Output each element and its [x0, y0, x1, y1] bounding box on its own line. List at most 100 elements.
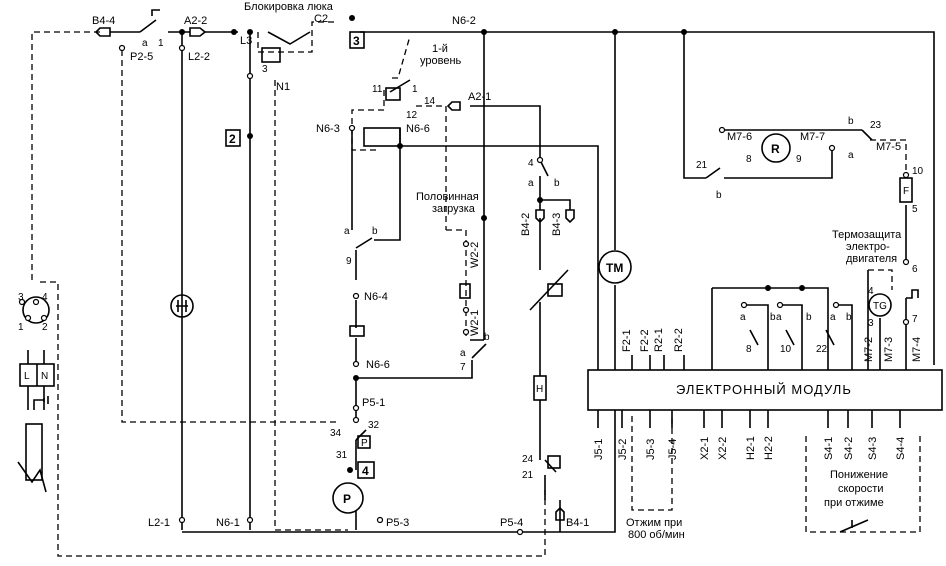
level-line1: 1-й [432, 43, 448, 55]
switch-7 [471, 343, 487, 359]
svg-text:b: b [372, 226, 378, 237]
label-b4-4: B4-4 [92, 15, 115, 27]
dashed-wire-n1 [274, 80, 348, 531]
motor-r [761, 133, 791, 163]
svg-text:b: b [484, 332, 490, 343]
wire-n6-6-long [400, 145, 599, 370]
plug-l-label: L [24, 371, 30, 382]
label-m7-7: M7-7 [800, 131, 825, 143]
svg-text:a: a [142, 38, 148, 49]
wire-module-pins-bottom [597, 410, 901, 428]
wire-bottom-bus [182, 410, 616, 533]
svg-text:31: 31 [336, 450, 348, 461]
wire-n6-6-mid [356, 360, 473, 379]
label-w2-2: W2-2 [469, 242, 481, 268]
wire-tg-chain [867, 270, 881, 370]
wire-motor-loop [722, 129, 862, 179]
wire-heater-chain [539, 176, 571, 460]
svg-text:22: 22 [816, 344, 828, 355]
label-n6-4: N6-4 [364, 291, 388, 303]
svg-text:a: a [460, 348, 466, 359]
module-title: ЭЛЕКТРОННЫЙ МОДУЛЬ [676, 382, 852, 397]
w2-coil-top [459, 283, 471, 299]
label-m7-3: M7-3 [883, 337, 895, 362]
svg-text:9: 9 [796, 154, 802, 165]
spin-note-line1: Отжим при [626, 517, 682, 529]
svg-text:7: 7 [912, 314, 918, 325]
label-b4-3: B4-3 [551, 213, 563, 236]
tg-label: TG [873, 301, 887, 312]
wire-module-pins-top [631, 355, 685, 370]
switch-24 [544, 459, 557, 473]
label-p5-4: P5-4 [500, 517, 523, 529]
svg-text:7: 7 [460, 362, 466, 373]
fuse-symbol-inner [176, 300, 188, 312]
label-n6-3: N6-3 [316, 123, 340, 135]
label-p2-5: P2-5 [130, 51, 153, 63]
connector-b4-1 [555, 506, 565, 521]
door-lock-switch [267, 31, 311, 45]
wire-n6-2-down [470, 32, 485, 341]
label-l3: L3 [240, 35, 252, 47]
drain-pump [332, 482, 364, 514]
svg-text:3: 3 [262, 64, 268, 75]
dashed-wire-w2 [416, 105, 447, 230]
box-2 [225, 129, 241, 147]
module-top-pin-label: R2-1 [653, 328, 665, 352]
connector-b4-2 [535, 209, 545, 224]
label-m7-2: M7-2 [863, 337, 875, 362]
module-bottom-pin-label: S4-4 [895, 437, 907, 460]
label-w2-1: W2-1 [469, 310, 481, 336]
module-bottom-pin-label: X2-1 [699, 437, 711, 460]
pressure-switch-box [357, 435, 371, 449]
half-load-line1: Половинная [416, 191, 479, 203]
svg-text:32: 32 [368, 420, 380, 431]
main-switch [139, 9, 160, 33]
module-bottom-pin-label: J5-4 [667, 439, 679, 460]
label-l2-1: L2-1 [148, 517, 170, 529]
wire-a2-1 [470, 105, 541, 160]
svg-text:1: 1 [412, 84, 418, 95]
speed-switch [839, 519, 869, 533]
half-load-line2: загрузка [432, 203, 476, 215]
spin-note-line2: 800 об/мин [628, 529, 685, 541]
pressure-small-label: P [361, 438, 368, 449]
svg-text:21: 21 [696, 160, 708, 171]
label-l2-2: L2-2 [188, 51, 210, 63]
module-bottom-pin-label: J5-1 [593, 439, 605, 460]
dashed-wire-top-left [31, 31, 100, 280]
svg-text:6: 6 [912, 264, 918, 275]
dashed-wire-door [257, 21, 336, 53]
module-bottom-pin-label: S4-2 [843, 437, 855, 460]
tacho-symbol [906, 289, 919, 299]
label-b4-2: B4-2 [520, 213, 532, 236]
dashed-wire-bottom-left [40, 281, 546, 557]
label-n6-6-top: N6-6 [406, 123, 430, 135]
svg-text:23: 23 [870, 120, 882, 131]
dashed-wire-j5 [631, 416, 673, 511]
svg-text:10: 10 [912, 166, 924, 177]
svg-text:12: 12 [406, 110, 418, 121]
ground-symbol [33, 396, 49, 410]
connector-a2-2 [189, 27, 207, 37]
connector-b4-4 [94, 27, 111, 37]
module-bottom-pin-label: S4-1 [823, 437, 835, 460]
wire-n6-6 [374, 128, 401, 241]
svg-text:24: 24 [522, 454, 534, 465]
fuse-f-label: F [903, 186, 909, 197]
label-n6-6-mid: N6-6 [366, 359, 390, 371]
door-lock-title: Блокировка люка [244, 1, 334, 13]
connector-b4-3 [565, 209, 575, 224]
dashed-wire-tg [868, 269, 893, 290]
svg-text:a: a [528, 178, 534, 189]
heater-label: H [536, 384, 543, 395]
svg-text:a: a [776, 312, 782, 323]
box-4 [357, 461, 375, 479]
electronic-module [587, 369, 943, 411]
svg-text:4: 4 [42, 292, 48, 303]
fuse-symbol [170, 294, 194, 318]
wire-switches [711, 287, 853, 370]
dashed-wire-11 [392, 35, 411, 79]
